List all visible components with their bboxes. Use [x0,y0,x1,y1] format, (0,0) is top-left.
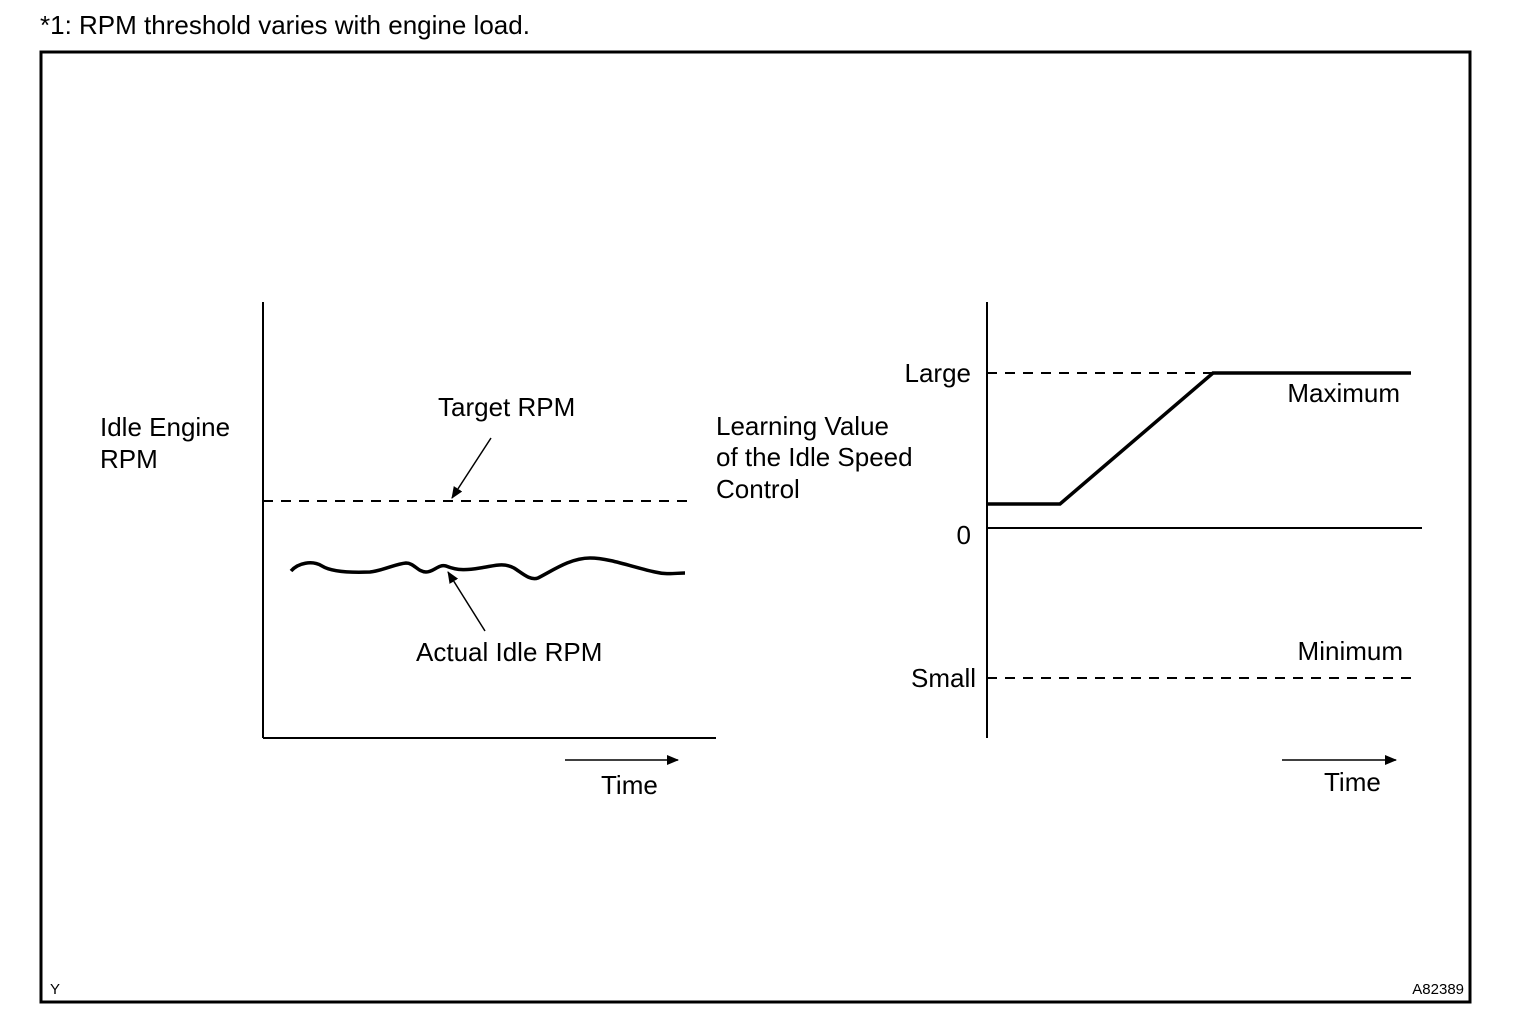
right-time-label: Time [1324,767,1381,797]
learning-value-curve [987,371,1411,506]
actual-idle-rpm-label: Actual Idle RPM [416,637,602,667]
minimum-label: Minimum [1298,636,1403,666]
actual-idle-rpm-arrow [447,571,486,632]
tick-large: Large [905,358,972,388]
tick-small: Small [911,663,976,693]
actual-idle-rpm-curve [289,556,686,581]
right-y-label-line3: Control [716,474,800,504]
left-y-label-line1: Idle Engine [100,412,230,442]
right-panel: Learning Value of the Idle Speed Control… [716,302,1422,797]
maximum-label: Maximum [1287,378,1400,408]
figure-id: A82389 [1412,981,1464,998]
left-y-label-line2: RPM [100,444,158,474]
footnote: *1: RPM threshold varies with engine loa… [40,10,530,40]
left-panel: Idle Engine RPM Target RPM Actual Idle R… [100,302,716,800]
right-y-label-line1: Learning Value [716,411,889,441]
figure-frame [39,50,1472,1004]
tick-zero: 0 [957,520,971,550]
corner-left-code: Y [50,981,60,998]
right-y-label-line2: of the Idle Speed [716,442,913,472]
target-rpm-arrow [451,437,492,499]
target-rpm-label: Target RPM [438,392,575,422]
left-time-label: Time [601,770,658,800]
